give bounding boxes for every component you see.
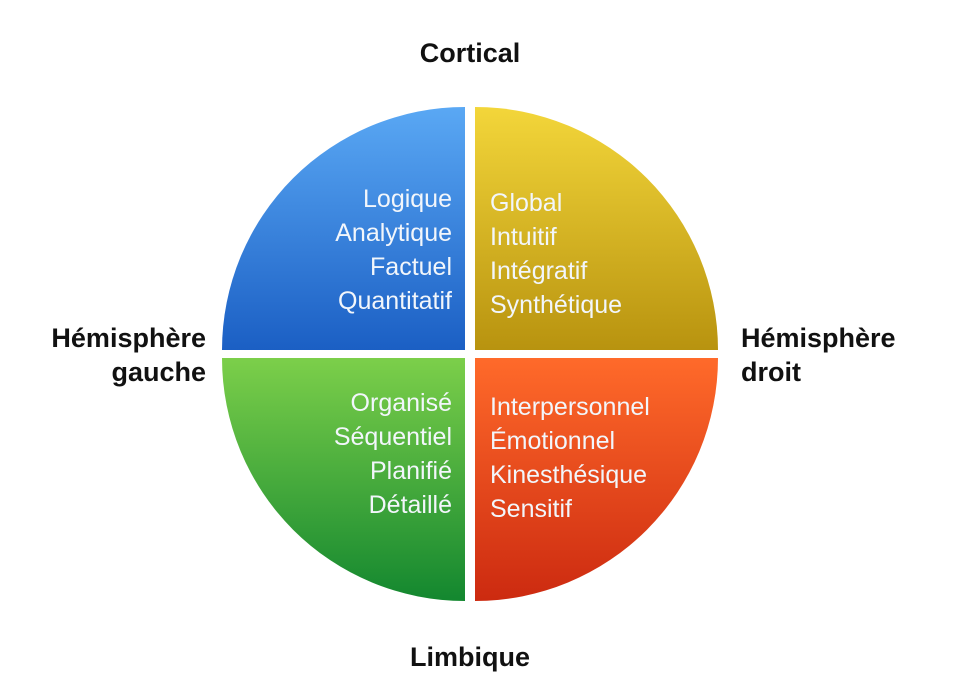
trait-item: Détaillé <box>368 491 452 519</box>
quadrant-bottom-right-traits: Interpersonnel Émotionnel Kinesthésique … <box>490 390 705 526</box>
trait-item: Intégratif <box>490 257 588 285</box>
axis-label-bottom: Limbique <box>410 642 530 672</box>
axis-label-right-line-1: Hémisphère <box>741 323 896 353</box>
trait-item: Logique <box>363 185 452 213</box>
trait-item: Synthétique <box>490 291 623 319</box>
trait-item: Quantitatif <box>338 287 452 315</box>
quadrant-top-right <box>475 107 718 350</box>
axis-label-right-line-2: droit <box>741 357 801 387</box>
trait-item: Global <box>490 189 563 217</box>
axis-label-right: Hémisphère droit <box>741 321 971 389</box>
trait-item: Émotionnel <box>490 427 616 455</box>
trait-item: Analytique <box>335 219 452 247</box>
trait-item: Intuitif <box>490 223 557 251</box>
axis-label-left-line-2: gauche <box>111 357 206 387</box>
trait-item: Planifié <box>370 457 452 485</box>
quadrant-top-left-traits: Logique Analytique Factuel Quantitatif <box>240 182 452 318</box>
trait-item: Kinesthésique <box>490 461 648 489</box>
trait-item: Factuel <box>370 253 452 281</box>
quadrant-bottom-right <box>475 358 718 601</box>
trait-item: Sensitif <box>490 495 572 523</box>
axis-label-left-line-1: Hémisphère <box>51 323 206 353</box>
quadrant-top-right-traits: Global Intuitif Intégratif Synthétique <box>490 186 705 322</box>
axis-label-left: Hémisphère gauche <box>0 321 206 389</box>
quadrant-bottom-left-traits: Organisé Séquentiel Planifié Détaillé <box>240 386 452 522</box>
trait-item: Organisé <box>350 389 452 417</box>
quadrant-top-left <box>222 107 465 350</box>
trait-item: Interpersonnel <box>490 393 650 421</box>
quadrant-bottom-left <box>222 358 465 601</box>
trait-item: Séquentiel <box>333 423 452 451</box>
axis-label-top: Cortical <box>419 38 521 68</box>
